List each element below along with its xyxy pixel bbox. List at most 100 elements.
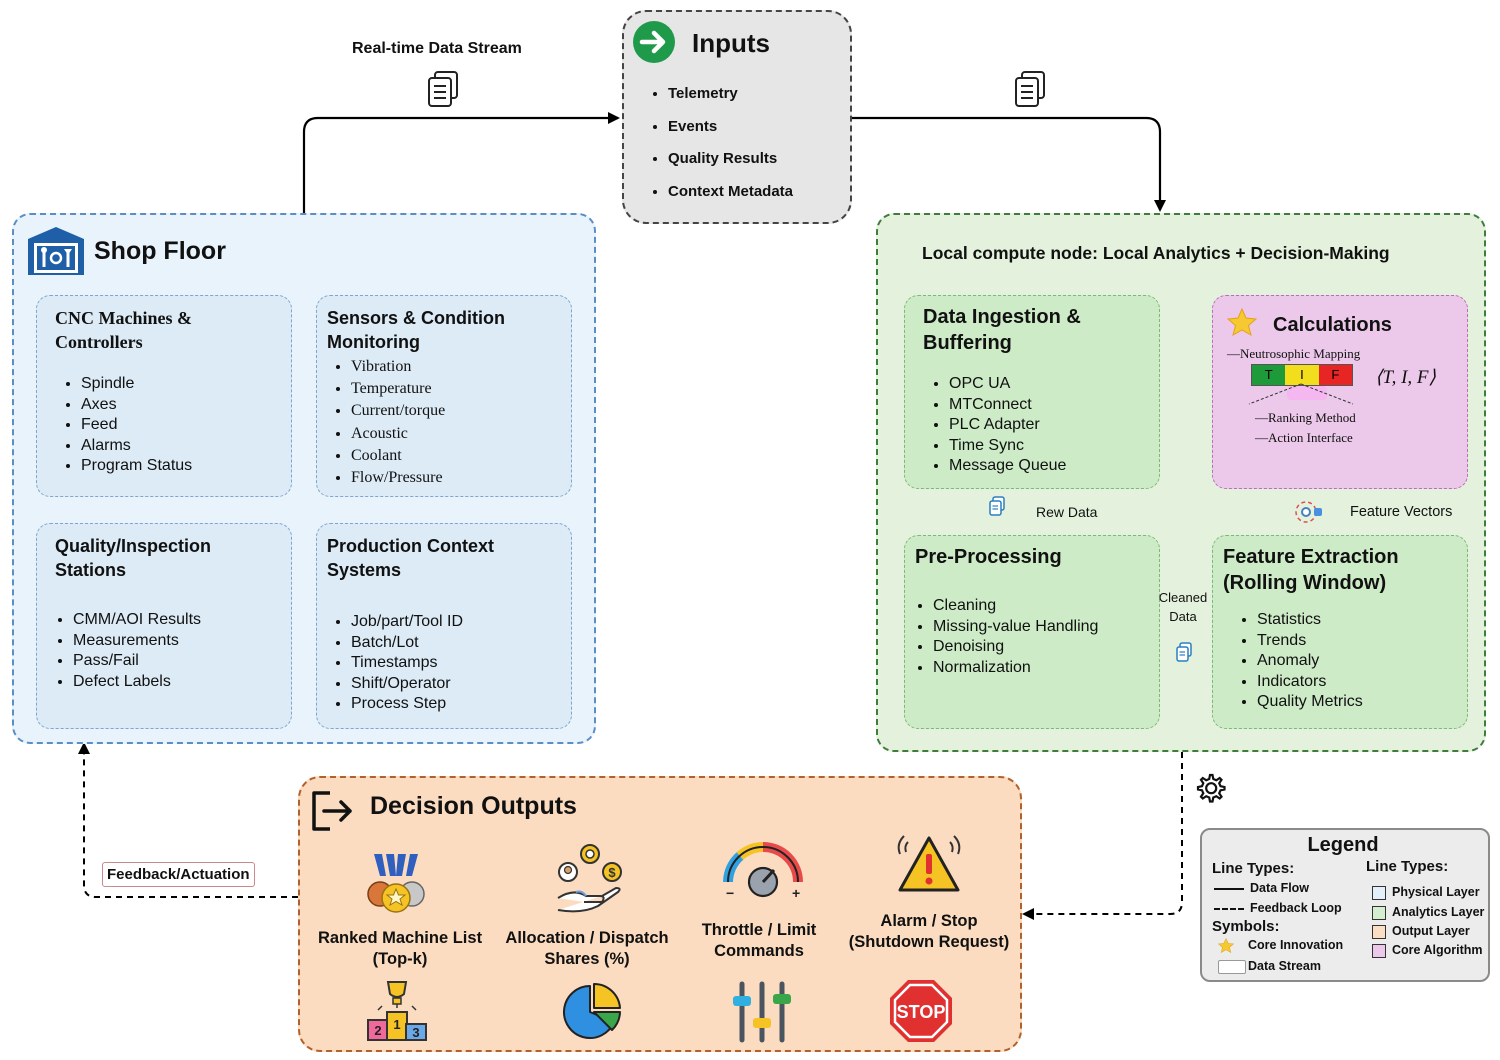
- ingestion-title: Data Ingestion & Buffering: [923, 306, 1081, 354]
- output-label-throttle: Throttle / Limit Commands: [701, 921, 817, 960]
- exit-arrow-icon: [312, 791, 352, 831]
- production-context-box: Production Context Systems Job/part/Tool…: [316, 523, 572, 729]
- arrow-node-to-decision: [1022, 752, 1183, 920]
- output-label-ranked: Ranked Machine List (Top-k): [317, 929, 483, 968]
- list-item: Quality Results: [668, 143, 793, 176]
- cleaned-data-label: Cleaned Data: [1158, 590, 1208, 624]
- list-item: Telemetry: [668, 78, 793, 111]
- podium-number: 2: [374, 1023, 381, 1038]
- local-compute-node-panel: Local compute node: Local Analytics + De…: [876, 213, 1486, 752]
- tif-t-cell: T: [1252, 365, 1286, 385]
- tif-i-cell: I: [1285, 365, 1319, 385]
- gear-icon: [1196, 773, 1226, 803]
- list-item: Trends: [1257, 631, 1363, 652]
- list-item: Current/torque: [351, 400, 445, 422]
- warning-alarm-icon: [897, 835, 961, 892]
- tif-bar: T I F: [1251, 364, 1353, 386]
- list-item: Quality Metrics: [1257, 692, 1363, 713]
- arrow-inputs-to-node: [852, 116, 1166, 212]
- svg-text:+: +: [792, 885, 800, 901]
- svg-text:−: −: [726, 885, 734, 901]
- list-item: Feed: [81, 415, 192, 436]
- action-interface-label: —Action Interface: [1255, 430, 1353, 445]
- list-item: Batch/Lot: [351, 633, 463, 654]
- sensors-title: Sensors & Condition Monitoring: [327, 308, 506, 352]
- legend-layer-heading: Line Types:: [1366, 858, 1449, 875]
- inputs-list: Telemetry Events Quality Results Context…: [642, 78, 793, 208]
- cnc-list: Spindle Axes Feed Alarms Program Status: [55, 374, 192, 477]
- list-item: Cleaning: [933, 596, 1098, 617]
- legend-analytics-layer: Analytics Layer: [1392, 905, 1485, 919]
- shop-floor-panel: Shop Floor CNC Machines & Controllers Sp…: [12, 213, 596, 744]
- tif-connector-lines: [1248, 383, 1354, 405]
- tif-f-cell: F: [1318, 365, 1352, 385]
- list-item: Measurements: [73, 631, 201, 652]
- legend-data-flow: Data Flow: [1250, 881, 1310, 895]
- factory-tools-icon: [28, 227, 84, 275]
- tif-glow: [1287, 386, 1327, 400]
- list-item: OPC UA: [949, 374, 1066, 395]
- cnc-title: CNC Machines & Controllers: [55, 308, 192, 352]
- list-item: Flow/Pressure: [351, 467, 445, 489]
- inputs-title: Inputs: [692, 28, 770, 58]
- sliders-icon: [733, 981, 791, 1043]
- decision-title: Decision Outputs: [370, 792, 577, 820]
- quality-list: CMM/AOI Results Measurements Pass/Fail D…: [47, 610, 201, 692]
- quality-stations-box: Quality/Inspection Stations CMM/AOI Resu…: [36, 523, 292, 729]
- list-item: Coolant: [351, 445, 445, 467]
- production-title: Production Context Systems: [327, 536, 494, 580]
- list-item: PLC Adapter: [949, 415, 1066, 436]
- list-item: Anomaly: [1257, 651, 1363, 672]
- list-item: Vibration: [351, 356, 445, 378]
- list-item: Timestamps: [351, 653, 463, 674]
- data-ingestion-box: Data Ingestion & Buffering OPC UA MTConn…: [904, 295, 1160, 489]
- document-stream-icon: [1015, 71, 1045, 107]
- legend-star-icon: [1217, 937, 1235, 953]
- legend-swatch-core-algorithm: [1372, 944, 1386, 958]
- document-stream-icon: [428, 71, 458, 107]
- list-item: Context Metadata: [668, 176, 793, 209]
- list-item: Time Sync: [949, 436, 1066, 457]
- list-item: Defect Labels: [73, 672, 201, 693]
- legend-core-innovation: Core Innovation: [1248, 938, 1344, 952]
- list-item: Shift/Operator: [351, 674, 463, 695]
- calculations-title: Calculations: [1273, 314, 1392, 336]
- list-item: Pass/Fail: [73, 651, 201, 672]
- legend-output-layer: Output Layer: [1392, 924, 1470, 938]
- list-item: Indicators: [1257, 672, 1363, 693]
- local-node-title: Local compute node: Local Analytics + De…: [922, 243, 1390, 263]
- list-item: MTConnect: [949, 395, 1066, 416]
- legend-core-algorithm: Core Algorithm: [1392, 943, 1483, 957]
- legend-line-types-heading: Line Types:: [1212, 860, 1295, 877]
- list-item: Alarms: [81, 436, 192, 457]
- document-small-icon: [1176, 642, 1192, 662]
- list-item: Process Step: [351, 694, 463, 715]
- ranking-method-label: —Ranking Method: [1255, 410, 1356, 425]
- arrow-shopfloor-to-inputs: [302, 112, 620, 213]
- list-item: Acoustic: [351, 423, 445, 445]
- list-item: Temperature: [351, 378, 445, 400]
- list-item: Normalization: [933, 658, 1098, 679]
- feature-title: Feature Extraction (Rolling Window): [1223, 546, 1399, 594]
- allocation-hand-icon: $: [557, 844, 622, 913]
- sensors-list: Vibration Temperature Current/torque Aco…: [325, 356, 445, 489]
- podium-number: 3: [412, 1025, 419, 1040]
- output-label-alarm: Alarm / Stop (Shutdown Request): [848, 912, 1010, 951]
- preprocessing-title: Pre-Processing: [915, 546, 1062, 568]
- stop-sign-icon: STOP: [890, 980, 952, 1042]
- feedback-actuation-label: Feedback/Actuation: [102, 862, 255, 887]
- list-item: Statistics: [1257, 610, 1363, 631]
- quality-title: Quality/Inspection Stations: [55, 536, 212, 580]
- medals-icon: [367, 854, 425, 913]
- legend-symbols-heading: Symbols:: [1212, 918, 1280, 935]
- preprocessing-list: Cleaning Missing-value Handling Denoisin…: [907, 596, 1098, 678]
- calculations-box: Calculations —Neutrosophic Mapping T I F…: [1212, 295, 1468, 489]
- list-item: Denoising: [933, 637, 1098, 658]
- preprocessing-box: Pre-Processing Cleaning Missing-value Ha…: [904, 535, 1160, 729]
- star-icon: [1226, 307, 1258, 337]
- cnc-machines-box: CNC Machines & Controllers Spindle Axes …: [36, 295, 292, 497]
- legend-feedback-loop: Feedback Loop: [1250, 901, 1342, 915]
- list-item: Events: [668, 111, 793, 144]
- legend-dashed-line: [1214, 908, 1244, 910]
- document-small-icon: [989, 496, 1005, 516]
